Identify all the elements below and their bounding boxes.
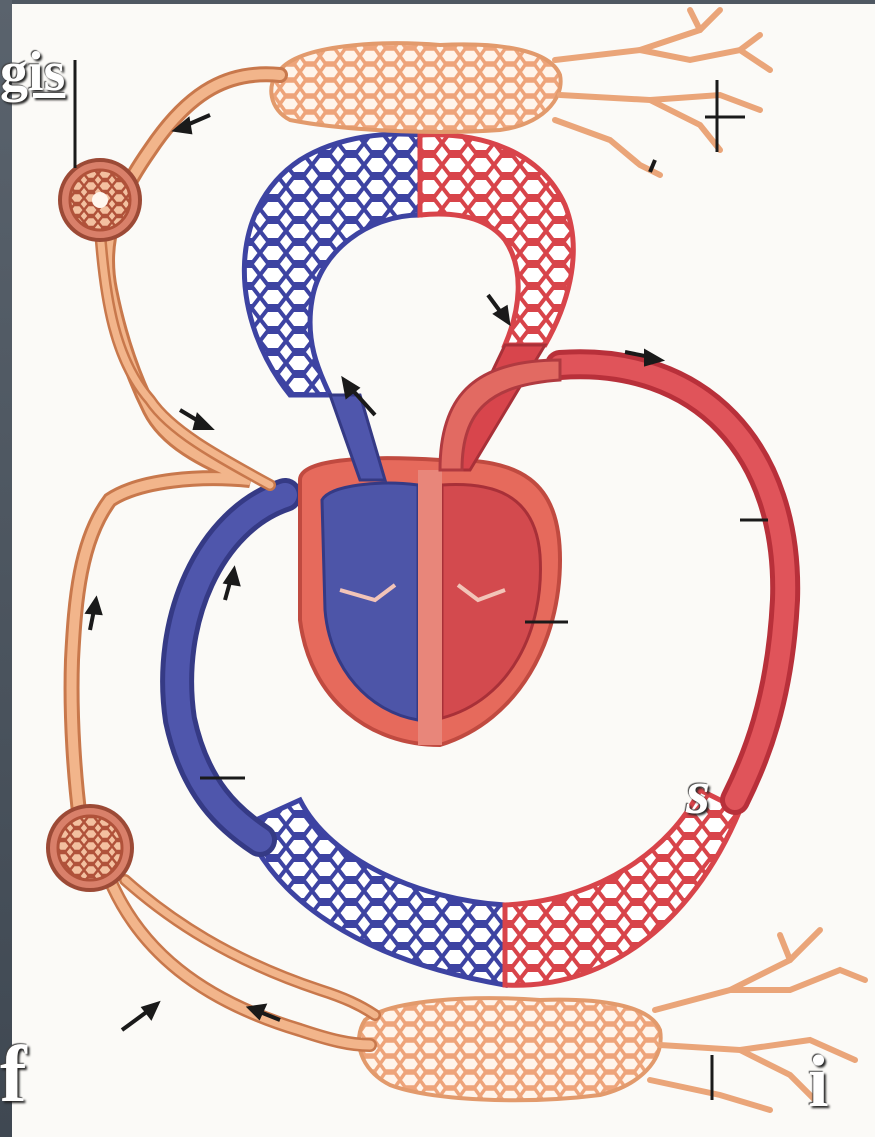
lymph-node-top (60, 160, 140, 240)
heart (300, 345, 560, 745)
arrow-icon (225, 570, 238, 600)
slide-text-fragment-right: s (686, 758, 710, 829)
systemic-capillaries-deoxygenated (245, 800, 505, 985)
systemic-capillary-bed (245, 790, 740, 985)
lung-capillaries-deoxygenated (244, 134, 420, 395)
lymph-branches-bottom (650, 930, 865, 1110)
slide-title-fragment: gis (0, 40, 65, 104)
lymph-capillaries-bottom (359, 998, 661, 1100)
arrow-icon (488, 295, 508, 322)
lymph-branches-top (555, 10, 770, 175)
arrow-icon (180, 410, 210, 428)
septum (418, 470, 442, 745)
slide-text-fragment-bottom-left: f (0, 1030, 27, 1121)
slide-text-fragment-bottom-right: i (808, 1040, 829, 1125)
arrow-icon (122, 1004, 157, 1030)
lymph-capillaries-top (271, 43, 560, 132)
lymph-node-bottom (48, 806, 132, 890)
arrow-icon (88, 600, 100, 630)
